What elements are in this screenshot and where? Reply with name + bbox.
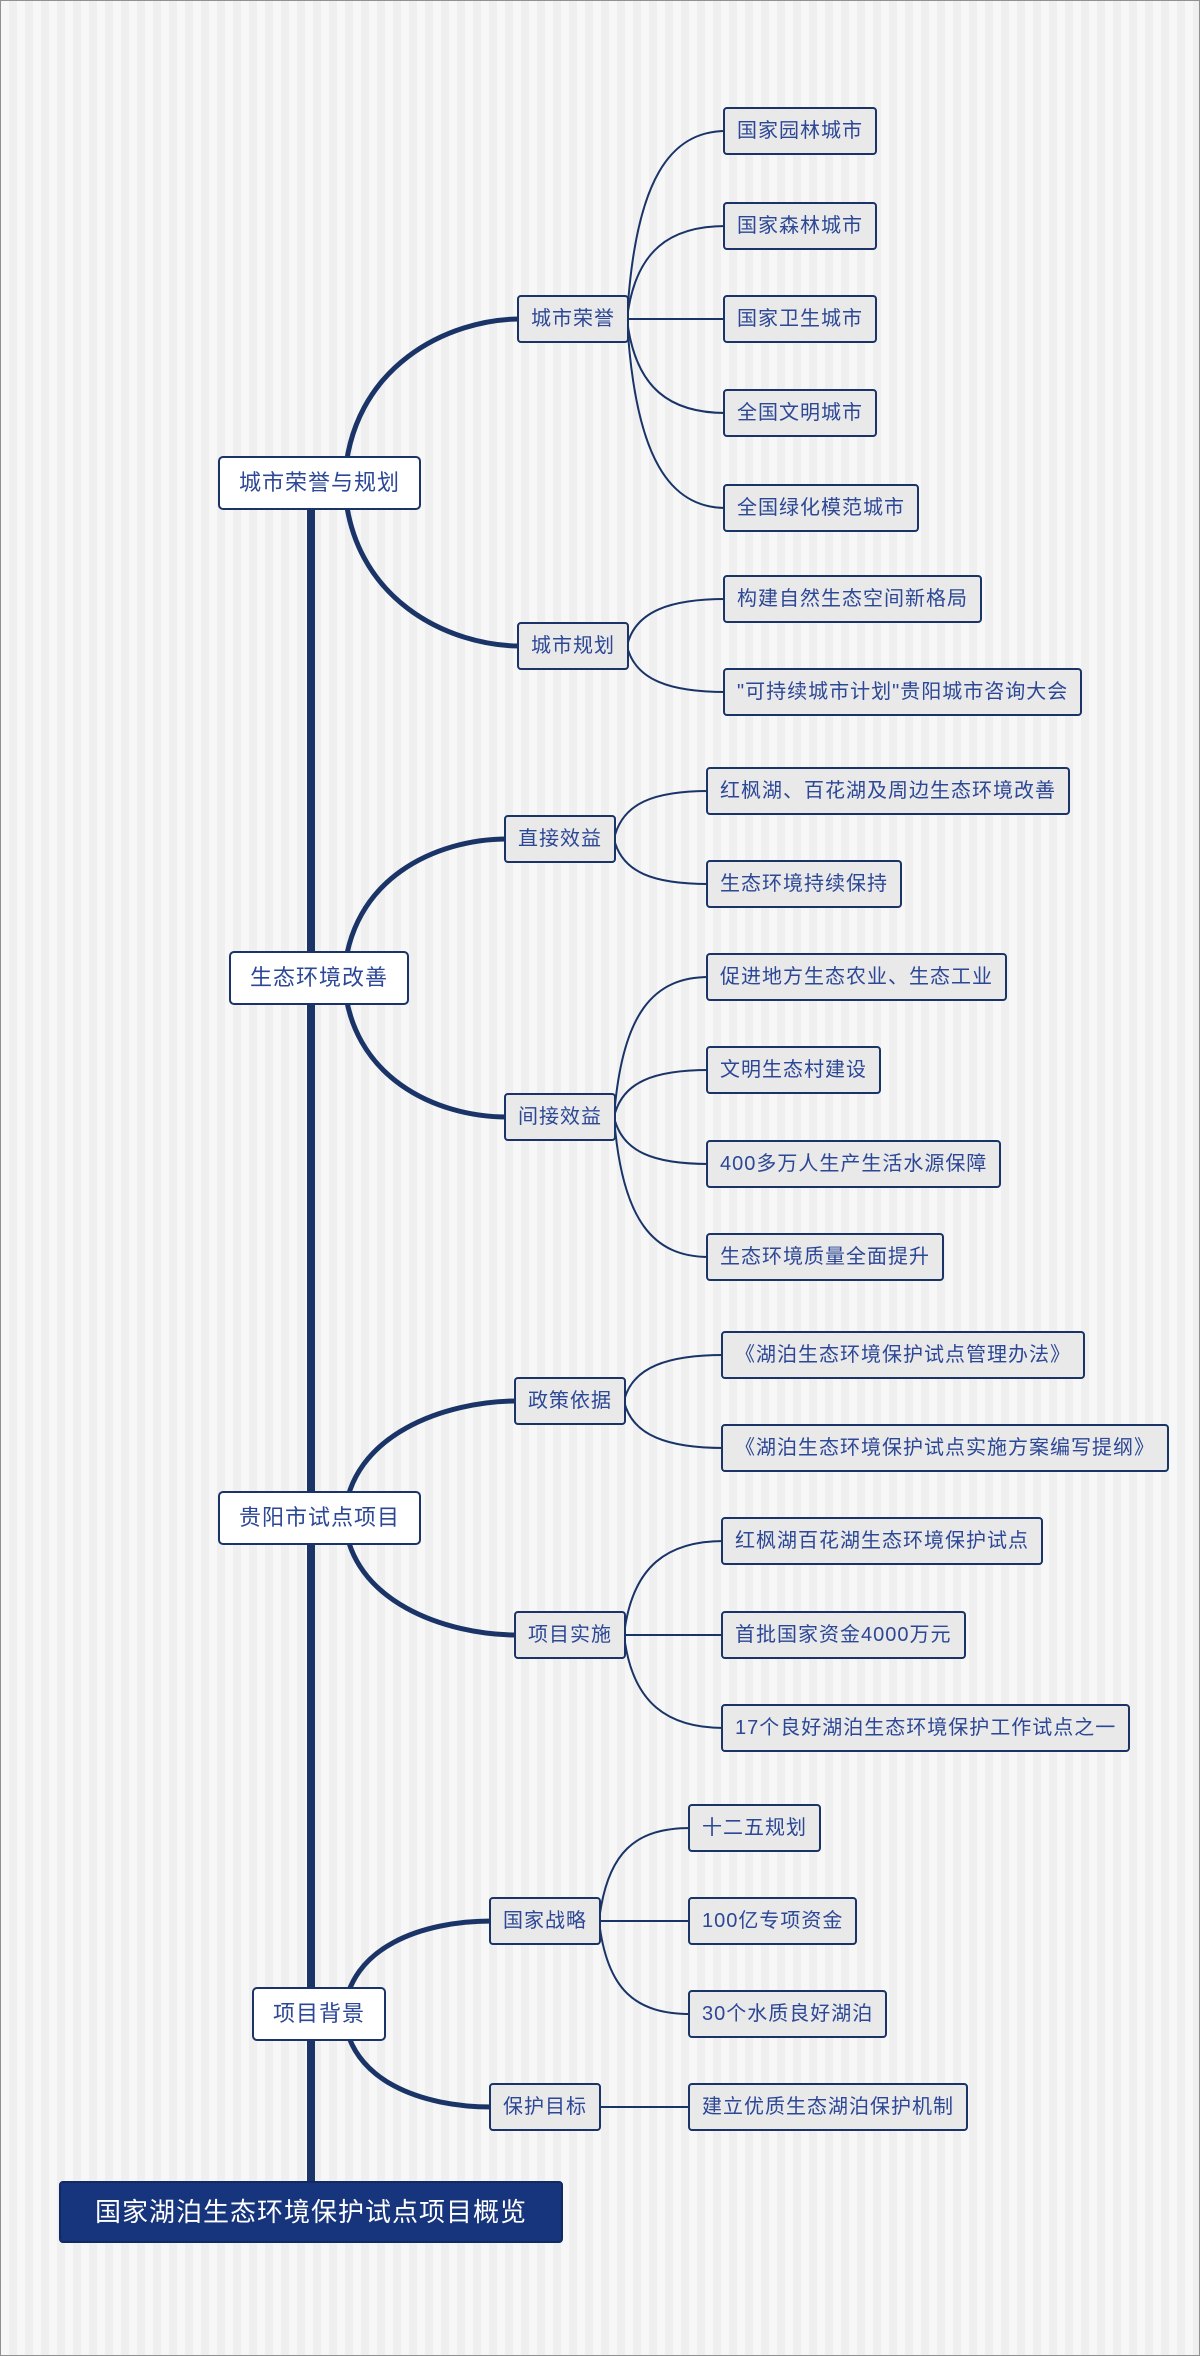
main-topic-node[interactable]: 城市荣誉与规划 [218, 456, 422, 510]
sub-topic-node[interactable]: 保护目标 [489, 2083, 601, 2131]
leaf-connector [626, 645, 727, 693]
leaf-connector [613, 1069, 710, 1118]
sub-topic-node[interactable]: 直接效益 [504, 815, 616, 863]
leaf-connector [626, 318, 727, 509]
sub-topic-node[interactable]: 城市荣誉 [517, 295, 629, 343]
leaf-connector [613, 1116, 710, 1165]
leaf-node[interactable]: 建立优质生态湖泊保护机制 [688, 2083, 968, 2131]
leaf-connector [623, 1354, 725, 1402]
leaf-node[interactable]: 《湖泊生态环境保护试点实施方案编写提纲》 [721, 1424, 1169, 1472]
leaf-connector [613, 1116, 710, 1258]
leaf-node[interactable]: "可持续城市计划"贵阳城市咨询大会 [723, 668, 1083, 716]
leaf-node[interactable]: 十二五规划 [688, 1804, 821, 1852]
sub-topic-node[interactable]: 国家战略 [489, 1897, 601, 1945]
leaf-connector [613, 838, 710, 885]
leaf-node[interactable]: 生态环境质量全面提升 [706, 1233, 944, 1281]
branch-connector [342, 316, 523, 486]
leaf-connector [613, 976, 710, 1118]
leaf-connector [598, 1920, 692, 2015]
branch-connector [341, 836, 510, 981]
sub-topic-node[interactable]: 间接效益 [504, 1093, 616, 1141]
leaf-node[interactable]: 红枫湖、百花湖及周边生态环境改善 [706, 767, 1070, 815]
leaf-node[interactable]: 构建自然生态空间新格局 [723, 575, 982, 623]
leaf-connector [626, 318, 727, 414]
main-topic-node[interactable]: 贵阳市试点项目 [218, 1491, 422, 1545]
leaf-connector [626, 598, 727, 647]
branch-connector [342, 480, 523, 649]
leaf-node[interactable]: 17个良好湖泊生态环境保护工作试点之一 [721, 1704, 1131, 1752]
leaf-node[interactable]: 全国绿化模范城市 [723, 484, 919, 532]
leaf-node[interactable]: 国家卫生城市 [723, 295, 877, 343]
leaf-node[interactable]: 生态环境持续保持 [706, 860, 902, 908]
main-topic-node[interactable]: 项目背景 [252, 1987, 387, 2041]
branch-connector [342, 1398, 520, 1521]
leaf-node[interactable]: 30个水质良好湖泊 [688, 1990, 888, 2038]
leaf-node[interactable]: 首批国家资金4000万元 [721, 1611, 966, 1659]
leaf-connector [613, 790, 710, 840]
root-node[interactable]: 国家湖泊生态环境保护试点项目概览 [59, 2181, 564, 2243]
leaf-connector [623, 1634, 725, 1729]
leaf-connector [623, 1400, 725, 1449]
leaf-node[interactable]: 全国文明城市 [723, 389, 877, 437]
leaf-node[interactable]: 100亿专项资金 [688, 1897, 858, 1945]
leaf-connector [626, 225, 727, 320]
leaf-connector [626, 130, 727, 320]
leaf-node[interactable]: 400多万人生产生活水源保障 [706, 1140, 1002, 1188]
leaf-node[interactable]: 红枫湖百花湖生态环境保护试点 [721, 1517, 1043, 1565]
leaf-node[interactable]: 《湖泊生态环境保护试点管理办法》 [721, 1331, 1085, 1379]
leaf-node[interactable]: 文明生态村建设 [706, 1046, 881, 1094]
branch-connector [341, 975, 510, 1120]
sub-topic-node[interactable]: 项目实施 [514, 1611, 626, 1659]
branch-connector [342, 1515, 520, 1638]
sub-topic-node[interactable]: 政策依据 [514, 1377, 626, 1425]
leaf-connector [623, 1540, 725, 1636]
leaf-connector [598, 1827, 692, 1922]
sub-topic-node[interactable]: 城市规划 [517, 622, 629, 670]
leaf-node[interactable]: 国家森林城市 [723, 202, 877, 250]
leaf-node[interactable]: 国家园林城市 [723, 107, 877, 155]
main-topic-node[interactable]: 生态环境改善 [229, 951, 410, 1005]
leaf-node[interactable]: 促进地方生态农业、生态工业 [706, 953, 1007, 1001]
